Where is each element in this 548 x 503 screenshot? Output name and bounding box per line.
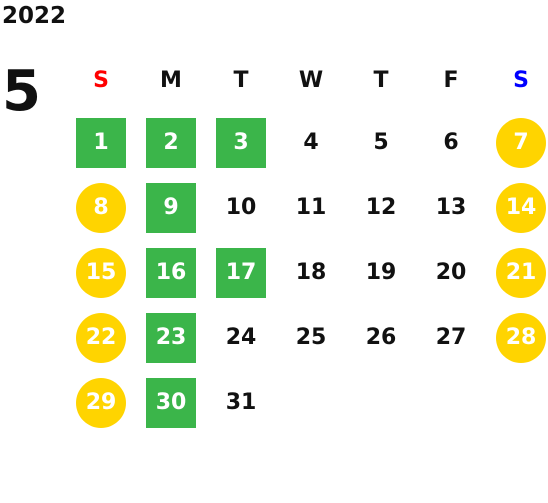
calendar-day[interactable]: 26 — [365, 325, 397, 350]
calendar-day[interactable]: 13 — [435, 195, 467, 220]
weekday-friday: F — [443, 68, 459, 93]
calendar-day[interactable]: 23 — [146, 313, 196, 363]
calendar-day[interactable]: 30 — [146, 378, 196, 428]
calendar-day[interactable]: 17 — [216, 248, 266, 298]
calendar-day[interactable]: 20 — [435, 260, 467, 285]
calendar-day[interactable]: 11 — [295, 195, 327, 220]
calendar-year: 2022 — [2, 3, 67, 29]
calendar-day[interactable]: 4 — [303, 130, 319, 155]
weekday-sunday: S — [93, 68, 109, 93]
calendar-day[interactable]: 5 — [373, 130, 389, 155]
calendar-day[interactable]: 16 — [146, 248, 196, 298]
calendar-day[interactable]: 10 — [225, 195, 257, 220]
calendar-day[interactable]: 14 — [496, 183, 546, 233]
calendar-day[interactable]: 28 — [496, 313, 546, 363]
calendar-day[interactable]: 21 — [496, 248, 546, 298]
weekday-header-row: S M T W T F S — [66, 64, 548, 98]
weekday-wednesday: W — [298, 68, 324, 93]
calendar-day[interactable]: 3 — [216, 118, 266, 168]
weekday-tuesday: T — [233, 68, 249, 93]
calendar-day[interactable]: 15 — [76, 248, 126, 298]
calendar-day[interactable]: 6 — [443, 130, 459, 155]
calendar-day[interactable]: 29 — [76, 378, 126, 428]
calendar-day[interactable]: 1 — [76, 118, 126, 168]
calendar-day[interactable]: 12 — [365, 195, 397, 220]
calendar-day[interactable]: 9 — [146, 183, 196, 233]
weekday-thursday: T — [373, 68, 389, 93]
calendar-day[interactable]: 2 — [146, 118, 196, 168]
calendar-day[interactable]: 19 — [365, 260, 397, 285]
calendar-day[interactable]: 31 — [225, 390, 257, 415]
calendar-day[interactable]: 18 — [295, 260, 327, 285]
calendar-day[interactable]: 22 — [76, 313, 126, 363]
calendar-day[interactable]: 24 — [225, 325, 257, 350]
calendar-day[interactable]: 7 — [496, 118, 546, 168]
calendar-month: 5 — [2, 59, 41, 124]
weekday-monday: M — [160, 68, 182, 93]
calendar-day[interactable]: 8 — [76, 183, 126, 233]
calendar-day[interactable]: 27 — [435, 325, 467, 350]
calendar-day[interactable]: 25 — [295, 325, 327, 350]
weekday-saturday: S — [513, 68, 529, 93]
